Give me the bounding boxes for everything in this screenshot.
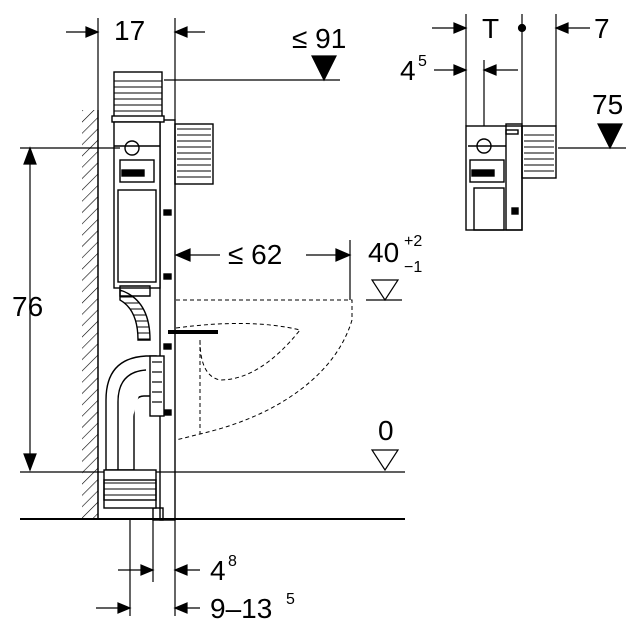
label-range-exp-5: 5 (286, 591, 295, 608)
label-floor-level-0: 0 (378, 415, 394, 446)
dim-76 (20, 146, 120, 472)
floor-level-marker (370, 449, 400, 472)
label-range-9-13: 9–13 (210, 593, 272, 624)
label-seat-tol-plus: +2 (404, 233, 422, 250)
detail-frame (465, 123, 557, 231)
dim-91 (164, 55, 340, 82)
dim-62 (174, 240, 352, 300)
label-seat-height-40: 40 (368, 237, 399, 268)
label-frame-height-76: 76 (12, 291, 43, 322)
label-height-75: 75 (592, 89, 623, 120)
seat-level-marker (366, 279, 402, 302)
label-thickness-T: T (482, 13, 499, 44)
detail-dim-7 (554, 14, 590, 126)
label-max-depth-62: ≤ 62 (228, 239, 282, 270)
dim-17 (66, 18, 205, 120)
dim-9-13 (96, 582, 200, 616)
label-inner-offset-4: 4 (400, 55, 416, 86)
dim-4-8 (118, 520, 200, 616)
cistern-top (111, 71, 165, 123)
label-inner-offset-exp-5: 5 (418, 53, 427, 70)
label-offset-exp-8: 8 (228, 553, 237, 570)
wc-bowl-outline (175, 299, 353, 441)
label-width-17: 17 (114, 15, 145, 46)
label-right-offset-7: 7 (594, 13, 610, 44)
wall (82, 110, 99, 520)
detail-dim-75 (558, 123, 626, 150)
cistern (113, 121, 161, 341)
label-max-height-91: ≤ 91 (292, 23, 346, 54)
label-seat-tol-minus: −1 (404, 259, 422, 276)
cistern-insulation (174, 123, 214, 185)
label-offset-4: 4 (210, 555, 226, 586)
detail-dim-4-5 (434, 60, 518, 126)
drain-pipe (103, 355, 165, 509)
installation-frame (152, 119, 176, 521)
